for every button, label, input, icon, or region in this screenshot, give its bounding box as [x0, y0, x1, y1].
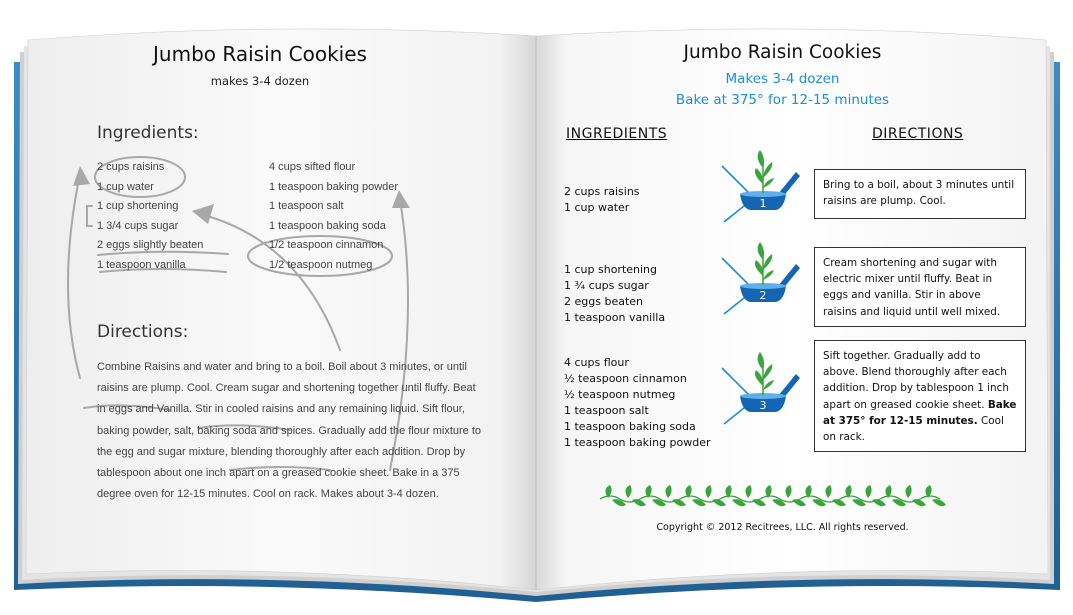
ingredient-item: 1 teaspoon salt — [564, 404, 649, 418]
ingredient-item: 1 teaspoon baking powder — [564, 436, 711, 450]
right-directions-heading: DIRECTIONS — [872, 126, 964, 142]
direction-text: Cool on rack. — [823, 414, 1004, 444]
directions-line: the egg and sugar mixture, blending thor… — [97, 445, 466, 458]
step-number: 1 — [760, 197, 767, 210]
step-1-direction-box: Bring to a boil, about 3 minutes until r… — [814, 169, 1026, 219]
step-number: 2 — [760, 289, 767, 302]
left-recipe-yield: makes 3-4 dozen — [210, 74, 310, 88]
ingredient-item: ½ teaspoon nutmeg — [564, 388, 676, 402]
ingredient-item: 2 eggs slightly beaten — [97, 239, 204, 252]
ingredient-item: 2 cups raisins — [97, 161, 165, 173]
ingredient-item: 1 teaspoon salt — [269, 200, 344, 213]
left-ingredients-heading: Ingredients: — [97, 123, 199, 143]
bowl-with-sprout-icon: 2 — [721, 242, 800, 315]
bake-instruction: Bake at 375° for 12-15 minutes. — [823, 398, 1017, 427]
ingredient-item: 1 teaspoon baking soda — [564, 420, 696, 434]
directions-line: baking powder, salt, baking soda and spi… — [97, 424, 482, 437]
left-ingredients-col1: 2 cups raisins 1 cup water 1 cup shorten… — [97, 158, 203, 276]
ingredient-item: 1 teaspoon vanilla — [97, 258, 186, 271]
step-2-direction-box: Cream shortening and sugar with electric… — [814, 247, 1026, 327]
ingredient-item: 1/2 teaspoon nutmeg — [269, 258, 373, 271]
ingredient-item: 2 cups raisins — [564, 185, 640, 198]
ingredient-item: 1 cup shortening — [564, 263, 658, 276]
directions-line: raisins are plump. Cool. Cream sugar and… — [97, 382, 476, 395]
ingredient-item: 1 ¾ cups sugar — [564, 279, 649, 293]
directions-line: Combine Raisins and water and bring to a… — [97, 361, 467, 373]
ingredient-item: 1/2 teaspoon cinnamon — [269, 239, 384, 252]
handwritten-annotations — [67, 156, 410, 471]
vine-leaf-divider — [599, 485, 946, 507]
directions-line: tablespoon about one inch apart on a gre… — [97, 467, 460, 480]
step-number: 3 — [760, 399, 767, 412]
ingredient-item: 1 teaspoon baking soda — [269, 219, 386, 232]
step-1-ingredients: 2 cups raisins 1 cup water — [564, 184, 640, 216]
ingredient-item: 1 teaspoon baking powder — [269, 180, 399, 193]
copyright-notice: Copyright © 2012 Recitrees, LLC. All rig… — [656, 522, 909, 533]
ingredient-item: 1 3/4 cups sugar — [97, 219, 179, 232]
directions-line: in eggs and Vanilla. Stir in cooled rais… — [97, 403, 465, 416]
step-3-ingredients: 4 cups flour ½ teaspoon cinnamon ½ teasp… — [564, 355, 711, 452]
ingredient-item: 1 cup shortening — [97, 200, 179, 213]
directions-line: degree oven for 12-15 minutes. Cool on r… — [97, 488, 439, 501]
ingredient-item: 1 cup water — [97, 180, 154, 193]
ingredient-item: 2 eggs beaten — [564, 295, 643, 309]
left-recipe-title: Jumbo Raisin Cookies — [153, 42, 367, 66]
bowl-with-sprout-icon: 1 — [721, 150, 800, 223]
left-directions-heading: Directions: — [97, 322, 189, 342]
ingredient-item: ½ teaspoon cinnamon — [564, 372, 687, 386]
step-3-direction-box: Sift together. Gradually add to above. B… — [814, 340, 1026, 452]
right-ingredients-heading: INGREDIENTS — [566, 126, 668, 142]
ingredient-item: 1 teaspoon vanilla — [564, 311, 666, 325]
bowl-with-sprout-icon: 3 — [721, 352, 800, 425]
right-recipe-title: Jumbo Raisin Cookies — [683, 42, 882, 63]
ingredient-item: 4 cups flour — [564, 356, 629, 369]
right-bake-info: Bake at 375° for 12-15 minutes — [675, 92, 890, 108]
direction-text: Sift together. Gradually add to above. B… — [823, 350, 1009, 411]
left-directions-text: Combine Raisins and water and bring to a… — [97, 357, 487, 505]
left-ingredients-col2: 4 cups sifted flour 1 teaspoon baking po… — [269, 158, 398, 276]
ingredient-item: 4 cups sifted flour — [269, 161, 356, 173]
right-recipe-yield: Makes 3-4 dozen — [725, 71, 840, 87]
step-2-ingredients: 1 cup shortening 1 ¾ cups sugar 2 eggs b… — [564, 262, 665, 326]
ingredient-item: 1 cup water — [564, 201, 630, 215]
